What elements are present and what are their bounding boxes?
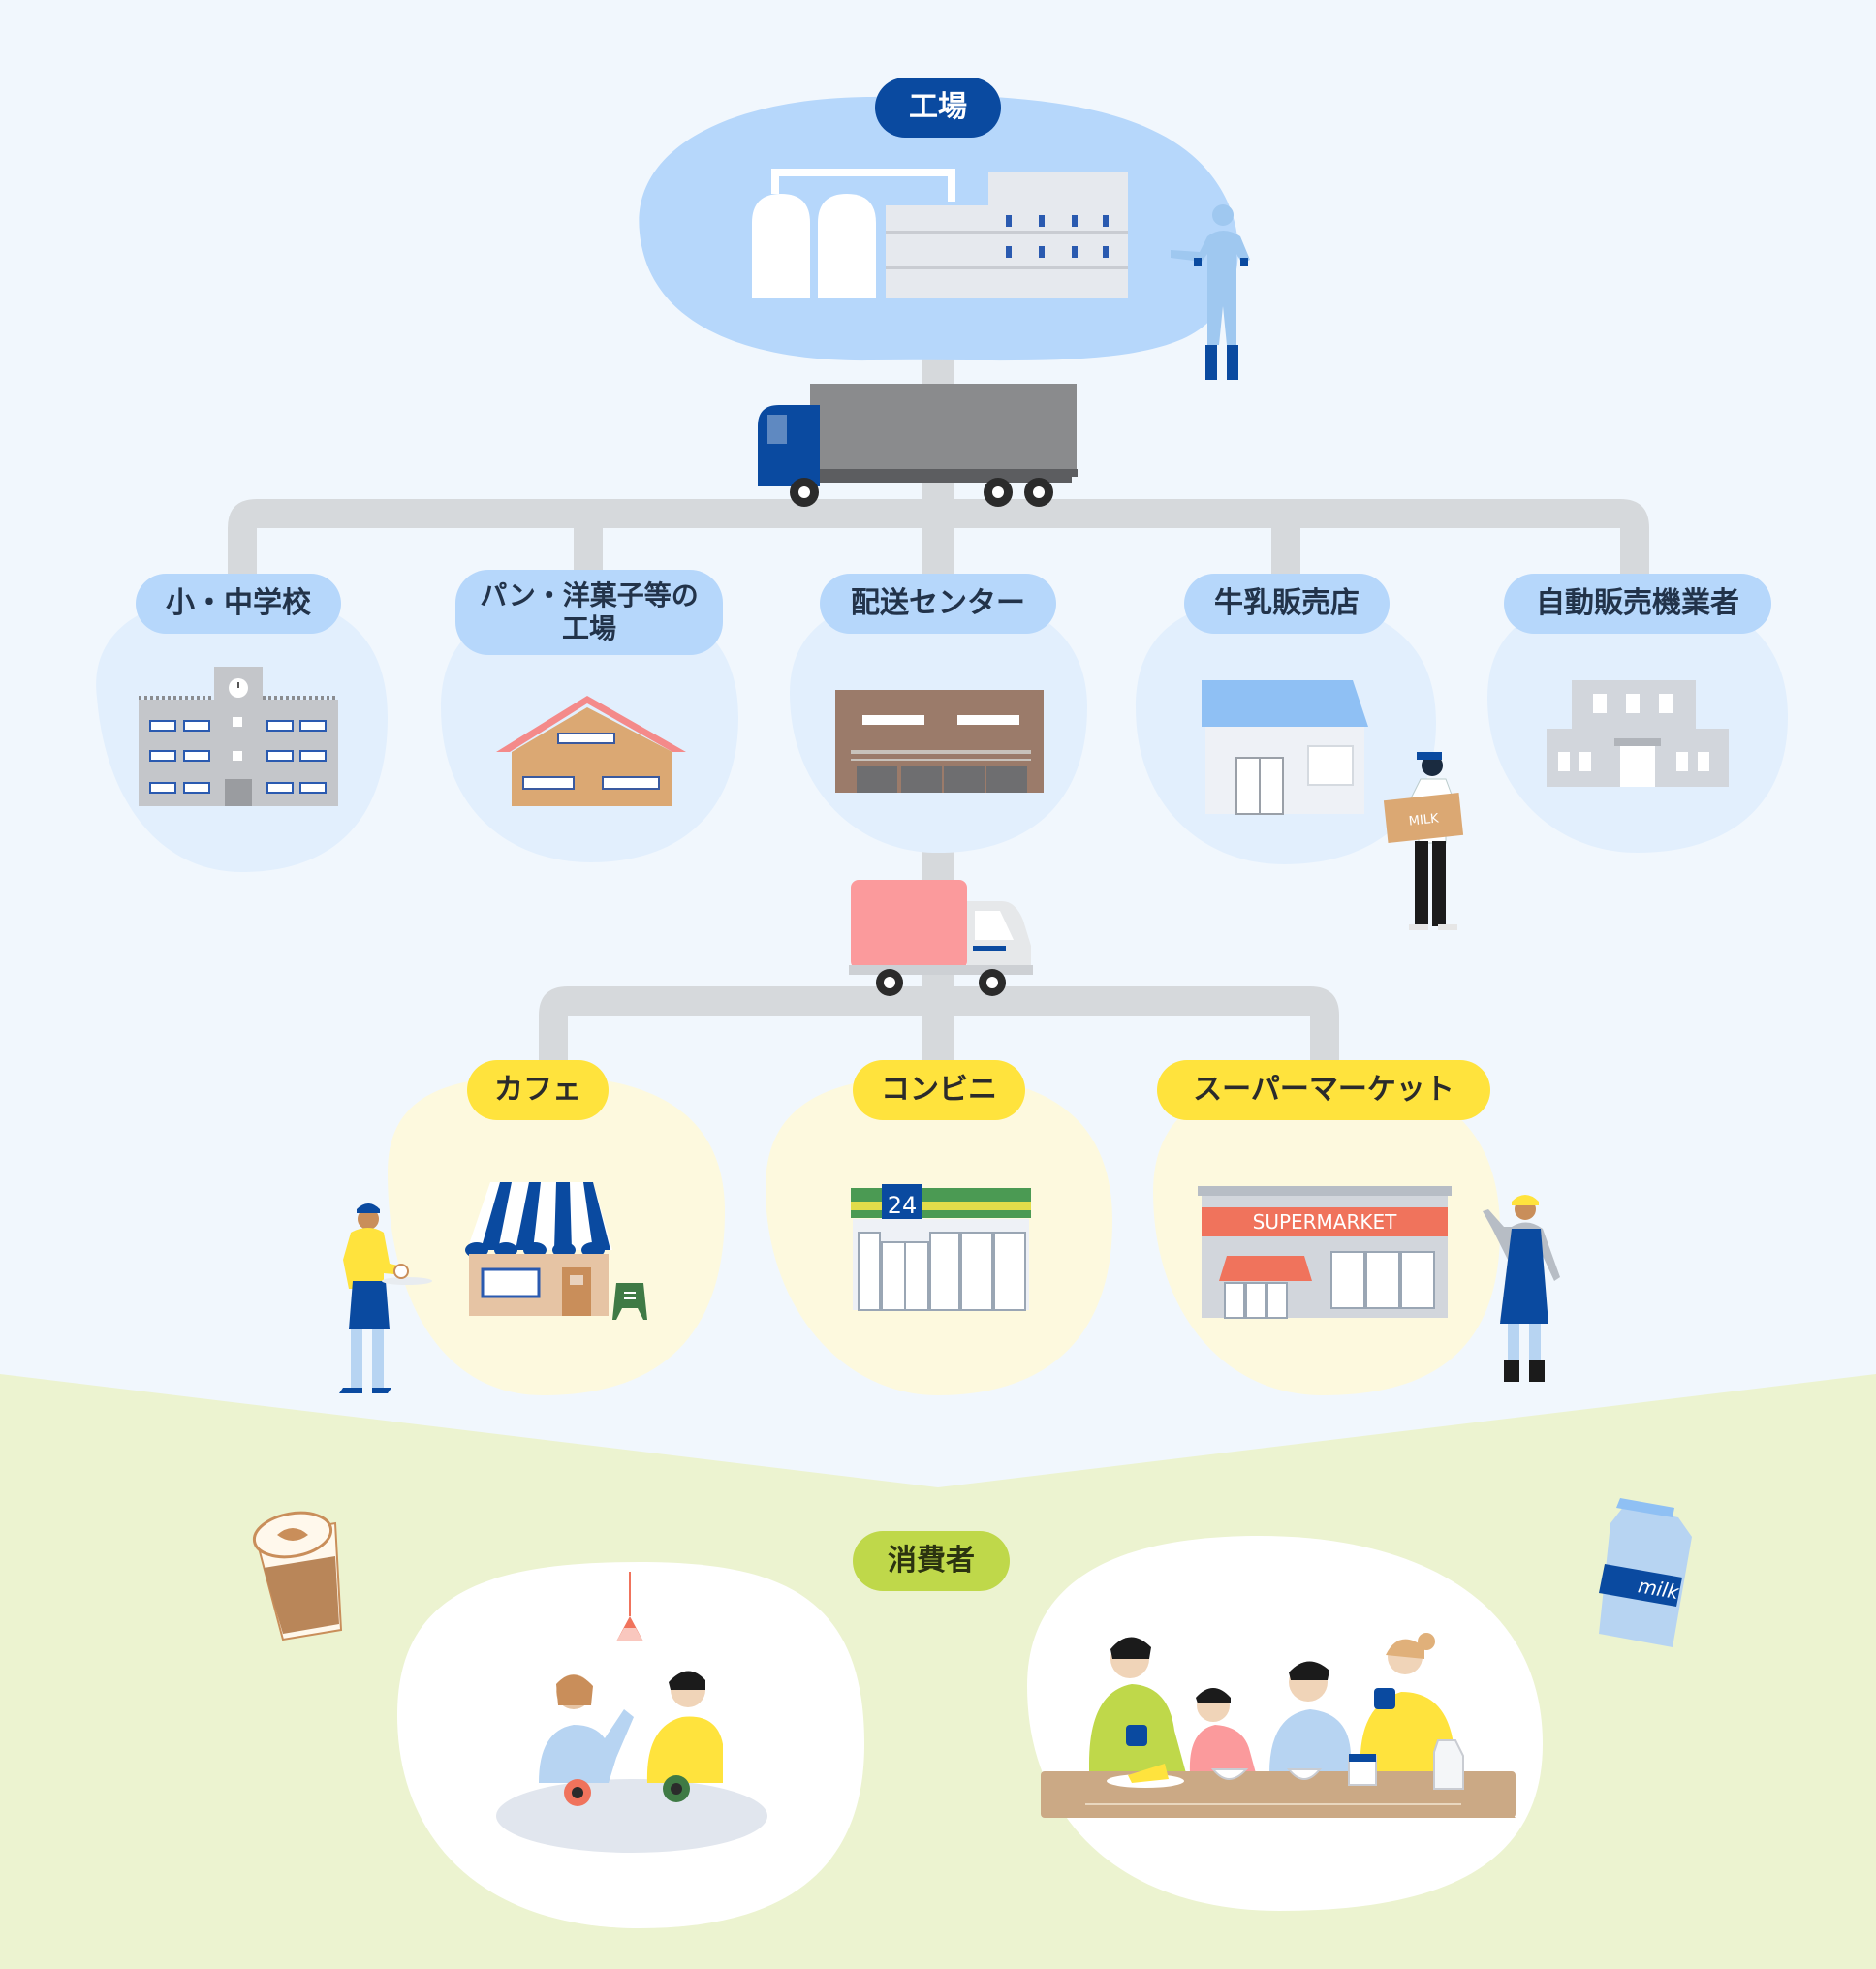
center-building: [835, 690, 1044, 793]
school-building: [139, 667, 338, 806]
cafe-consumers-scene: [496, 1572, 767, 1853]
school-label: 小・中学校: [136, 574, 341, 634]
cafe-waitress: [339, 1203, 432, 1393]
convenience-store: 24: [851, 1184, 1031, 1311]
connector-retail-bus: [539, 986, 1339, 1071]
delivery-person: MILK: [1383, 752, 1464, 930]
family-consumers-scene: [1041, 1633, 1516, 1818]
latte-cup-icon: [252, 1511, 343, 1641]
connector-distributor-bus: [228, 499, 1649, 581]
center-label: 配送センター: [820, 574, 1056, 634]
bakery-building: [496, 696, 686, 806]
consumer-ground: [0, 1374, 1876, 1969]
milkshop-building: [1202, 680, 1368, 815]
factory-building: [752, 169, 1128, 298]
cafe-label: カフェ: [467, 1060, 609, 1120]
supermarket-sign-label: SUPERMARKET: [1253, 1210, 1398, 1234]
bakery-label: パン・洋菓子等の 工場: [455, 570, 723, 655]
milk-carton-icon: milk: [1599, 1498, 1692, 1647]
supermarket-store: SUPERMARKET: [1198, 1186, 1452, 1319]
supermarket-clerk: [1483, 1195, 1560, 1382]
supermarket-label: スーパーマーケット: [1157, 1060, 1490, 1120]
cafe-store: [465, 1182, 647, 1320]
vending-building: [1547, 680, 1729, 787]
milkshop-label: 牛乳販売店: [1184, 574, 1390, 634]
milk-box-label: MILK: [1408, 811, 1440, 828]
convenience-label: コンビニ: [853, 1060, 1025, 1120]
consumers-label: 消費者: [853, 1531, 1010, 1591]
factory-worker: [1171, 204, 1250, 380]
delivery-truck: [849, 880, 1033, 996]
factory-label: 工場: [875, 78, 1001, 138]
factory-truck: [758, 384, 1078, 507]
cafe-consumer-bubble: [397, 1562, 864, 1928]
vending-label: 自動販売機業者: [1504, 574, 1771, 634]
store-24-label: 24: [888, 1192, 918, 1219]
